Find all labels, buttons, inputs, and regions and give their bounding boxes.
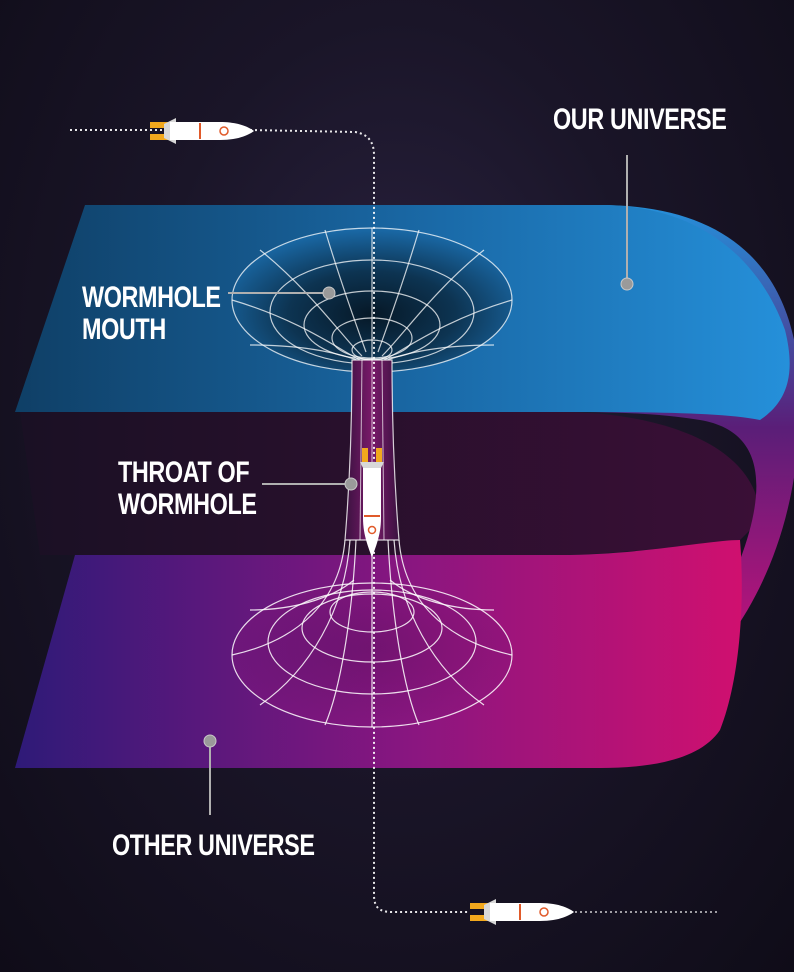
label-our-universe: OUR UNIVERSE: [553, 103, 727, 136]
pointer-our-universe: [620, 155, 634, 291]
wormhole-bottom-grid: [231, 539, 513, 728]
pointer-wormhole-mouth: [228, 286, 336, 300]
pointer-other-universe: [203, 734, 217, 815]
label-throat-of-wormhole: THROAT OF WORMHOLE: [118, 456, 257, 521]
rocket-ship-icon: [150, 118, 254, 144]
pointer-throat: [262, 477, 358, 491]
rocket-ship-icon: [360, 448, 384, 558]
label-other-universe: OTHER UNIVERSE: [112, 829, 315, 862]
rocket-ship-icon: [470, 899, 574, 925]
label-wormhole-mouth: WORMHOLE MOUTH: [82, 281, 221, 346]
